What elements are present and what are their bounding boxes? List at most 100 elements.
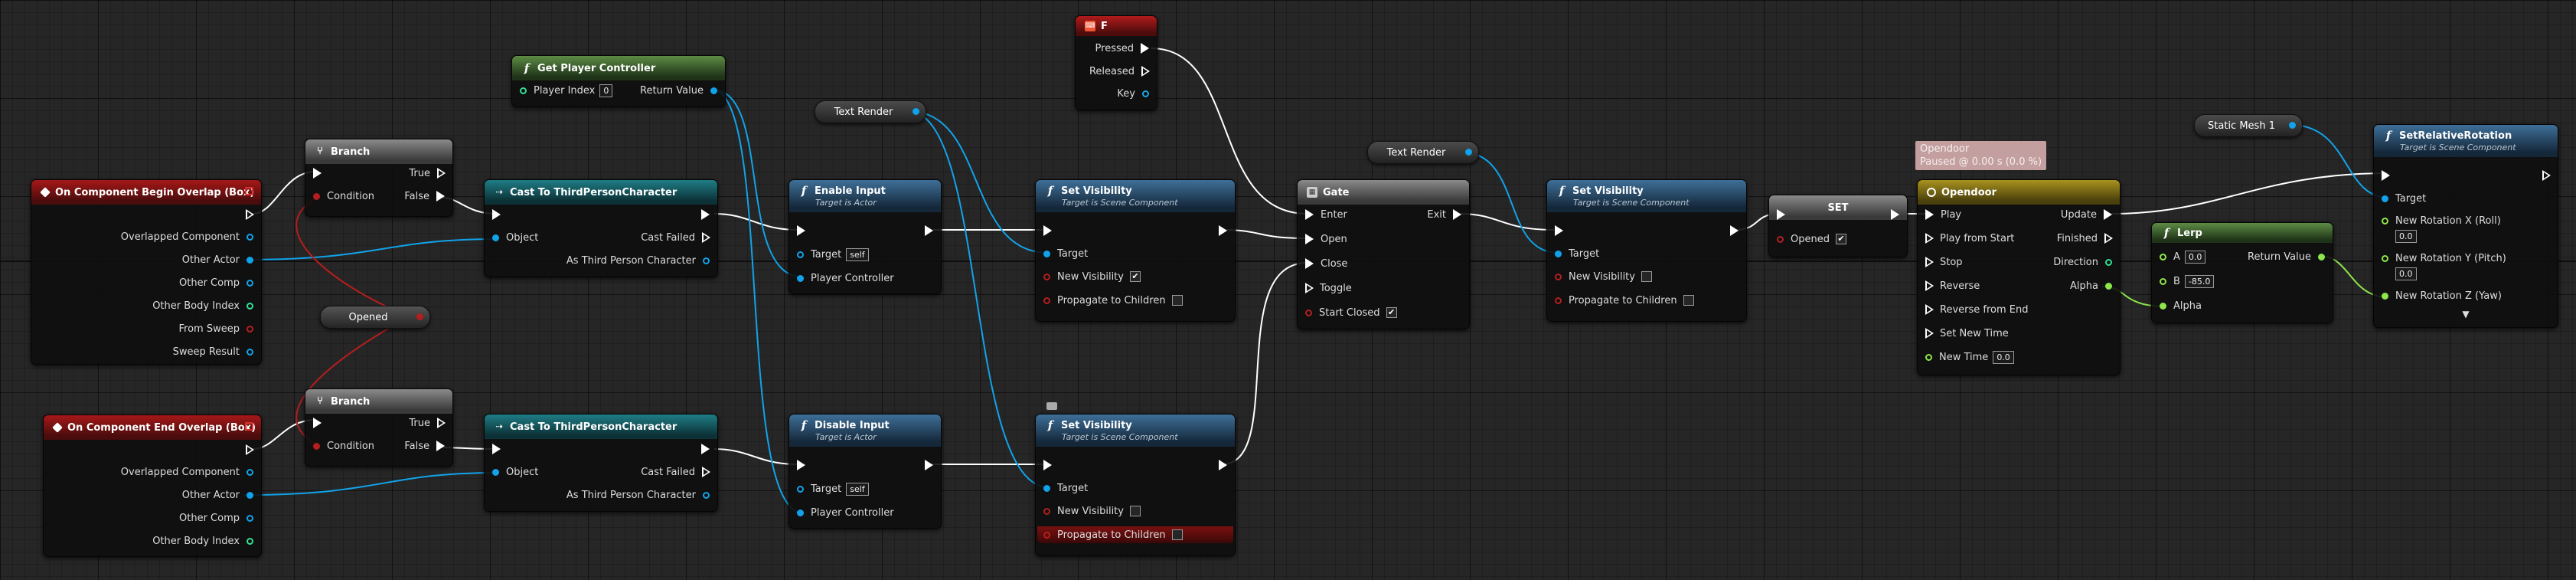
- propagate-checkbox[interactable]: [1171, 295, 1183, 306]
- cast-failed-pin[interactable]: [702, 232, 710, 243]
- begin-overlap-event-node[interactable]: On Component Begin Overlap (Box) Overlap…: [31, 179, 262, 365]
- target-pin[interactable]: [797, 485, 804, 493]
- exec-in-pin[interactable]: [1555, 225, 1563, 236]
- exec-in-pin[interactable]: [492, 209, 501, 220]
- start-closed-pin[interactable]: [1305, 309, 1312, 316]
- false-exec-pin[interactable]: [436, 191, 445, 202]
- new-visibility-pin[interactable]: [1043, 273, 1050, 280]
- propagate-checkbox[interactable]: [1683, 295, 1694, 306]
- player-controller-pin[interactable]: [797, 509, 804, 516]
- propagate-pin[interactable]: [1043, 531, 1050, 539]
- as-third-person-character-pin[interactable]: [703, 491, 710, 499]
- object-pin[interactable]: [492, 468, 499, 476]
- target-pin[interactable]: [797, 251, 804, 258]
- exec-out-pin[interactable]: [1730, 225, 1739, 236]
- comment-bubble-icon[interactable]: [1046, 402, 1057, 410]
- exec-out-pin[interactable]: [925, 225, 933, 236]
- other-actor-pin[interactable]: [246, 491, 253, 499]
- exec-out-pin[interactable]: [925, 460, 933, 470]
- set-new-time-pin[interactable]: [1925, 328, 1934, 339]
- exec-in-pin[interactable]: [1777, 209, 1785, 220]
- other-actor-pin[interactable]: [246, 256, 253, 264]
- pressed-exec-pin[interactable]: [1141, 43, 1149, 54]
- start-closed-checkbox[interactable]: ✔: [1386, 307, 1397, 318]
- set-opened-variable-node[interactable]: SET Opened✔: [1768, 195, 1908, 257]
- target-self-field[interactable]: self: [846, 247, 869, 261]
- true-exec-pin[interactable]: [437, 168, 446, 179]
- propagate-pin[interactable]: [1043, 297, 1050, 304]
- new-visibility-pin[interactable]: [1043, 507, 1050, 515]
- b-input[interactable]: -85.0: [2184, 274, 2215, 288]
- other-comp-pin[interactable]: [246, 279, 253, 287]
- opened-out-pin[interactable]: [416, 313, 423, 320]
- exec-out-pin[interactable]: [701, 209, 710, 220]
- alpha-in-pin[interactable]: [2160, 302, 2166, 310]
- toggle-exec-pin[interactable]: [1305, 283, 1314, 293]
- exec-out-pin[interactable]: [2542, 170, 2551, 181]
- update-exec-pin[interactable]: [2104, 209, 2112, 220]
- yaw-pin[interactable]: [2382, 292, 2388, 300]
- opened-variable-getter[interactable]: Opened: [320, 306, 430, 329]
- new-visibility-pin[interactable]: [1555, 273, 1562, 280]
- overlapped-component-pin[interactable]: [246, 233, 253, 241]
- static-mesh-out-pin[interactable]: [2289, 122, 2296, 129]
- exec-out-pin[interactable]: [1219, 460, 1227, 470]
- other-body-index-pin[interactable]: [246, 537, 253, 545]
- text-render-getter-1[interactable]: Text Render: [815, 100, 926, 123]
- sweep-result-pin[interactable]: [246, 348, 253, 356]
- cast-failed-pin[interactable]: [702, 467, 710, 477]
- cast-to-thirdpersoncharacter-node-2[interactable]: ⇢Cast To ThirdPersonCharacter Object Cas…: [484, 414, 718, 512]
- false-exec-pin[interactable]: [436, 441, 445, 451]
- text-render-out-pin[interactable]: [913, 108, 919, 115]
- delegate-pin-icon[interactable]: [245, 187, 253, 195]
- reverse-from-end-pin[interactable]: [1925, 304, 1934, 315]
- open-exec-pin[interactable]: [1305, 234, 1314, 244]
- exec-in-pin[interactable]: [797, 460, 805, 470]
- condition-pin[interactable]: [313, 442, 320, 450]
- exec-in-pin[interactable]: [313, 418, 322, 428]
- new-visibility-checkbox[interactable]: [1129, 506, 1141, 516]
- reverse-exec-pin[interactable]: [1925, 280, 1934, 291]
- target-pin[interactable]: [1043, 250, 1050, 257]
- return-value-pin[interactable]: [710, 87, 717, 94]
- exec-in-pin[interactable]: [1043, 460, 1052, 470]
- exit-exec-pin[interactable]: [1453, 209, 1461, 220]
- target-pin[interactable]: [1555, 250, 1562, 257]
- as-third-person-character-pin[interactable]: [703, 257, 710, 264]
- text-render-getter-2[interactable]: Text Render: [1367, 141, 1479, 164]
- opened-pin[interactable]: [1777, 235, 1784, 243]
- exec-out-pin[interactable]: [701, 444, 710, 454]
- static-mesh-getter[interactable]: Static Mesh 1: [2194, 114, 2303, 137]
- exec-in-pin[interactable]: [313, 168, 322, 179]
- target-self-field[interactable]: self: [846, 482, 869, 496]
- expand-advanced-pins-button[interactable]: ▼: [2462, 309, 2470, 319]
- new-time-pin[interactable]: [1925, 353, 1932, 361]
- exec-in-pin[interactable]: [2382, 170, 2390, 181]
- play-exec-pin[interactable]: [1925, 209, 1934, 220]
- exec-in-pin[interactable]: [492, 444, 501, 454]
- propagate-checkbox[interactable]: [1171, 529, 1183, 540]
- new-visibility-checkbox[interactable]: [1641, 271, 1652, 282]
- exec-out-row[interactable]: [246, 206, 254, 223]
- from-sweep-pin[interactable]: [246, 325, 253, 333]
- object-pin[interactable]: [492, 234, 499, 241]
- condition-pin[interactable]: [313, 192, 320, 200]
- new-visibility-checkbox[interactable]: ✔: [1129, 271, 1141, 282]
- target-pin[interactable]: [2382, 195, 2388, 202]
- pitch-input[interactable]: 0.0: [2395, 267, 2417, 280]
- close-exec-pin[interactable]: [1305, 258, 1314, 269]
- opened-checkbox[interactable]: ✔: [1835, 234, 1846, 244]
- cast-to-thirdpersoncharacter-node-1[interactable]: ⇢Cast To ThirdPersonCharacter Object Cas…: [484, 179, 718, 277]
- other-comp-pin[interactable]: [246, 514, 253, 522]
- other-body-index-pin[interactable]: [246, 302, 253, 310]
- exec-in-pin[interactable]: [1043, 225, 1052, 236]
